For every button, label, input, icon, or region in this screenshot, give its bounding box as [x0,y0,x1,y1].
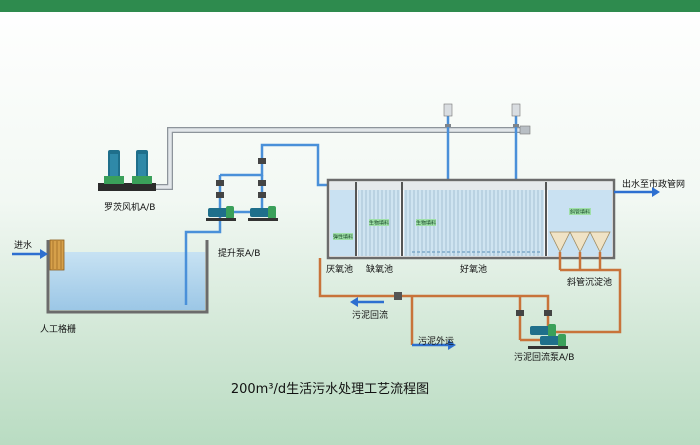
grille-tank [46,239,209,314]
sludge-pipes [318,258,622,342]
return-pump-b[interactable] [528,334,568,349]
label-lift-pump: 提升泵A/B [218,248,260,259]
return-pump-a[interactable] [530,324,556,337]
label-sludge-out: 污泥外运 [418,335,454,347]
label-blower: 罗茨风机A/B [104,201,155,213]
label-grille: 人工格栅 [40,323,76,335]
tag-anoxic: 生物填料 [369,220,389,227]
lift-pump-b[interactable] [248,206,278,221]
lift-water-pipes [184,143,350,305]
blower-a[interactable] [98,150,128,191]
anaerobic-zone [330,190,356,256]
label-anaerobic: 厌氧池 [326,263,353,275]
tag-aerobic: 生物填料 [416,220,436,227]
sludge-return-arrow [350,297,384,307]
label-settler: 斜管沉淀池 [567,276,612,288]
inflow-arrow [12,249,48,259]
label-outflow: 出水至市政管网 [622,178,685,190]
label-aerobic: 好氧池 [460,263,487,275]
tag-anaerobic: 弹性填料 [333,234,353,241]
label-anoxic: 缺氧池 [366,263,393,275]
sludge-out-arrow [410,336,456,350]
media-tags: 弹性填料 生物填料 生物填料 斜管填料 [333,208,591,241]
blower-b[interactable] [126,150,156,191]
label-inflow: 进水 [14,239,32,251]
outflow-arrow [614,187,660,197]
tag-settler: 斜管填料 [570,209,590,216]
diagram-title: 200m³/d生活污水处理工艺流程图 [231,382,429,397]
lift-pump-a[interactable] [206,206,236,221]
header-bar [0,0,700,12]
label-return-pump: 污泥回流泵A/B [514,351,574,363]
label-sludge-return: 污泥回流 [352,309,388,321]
